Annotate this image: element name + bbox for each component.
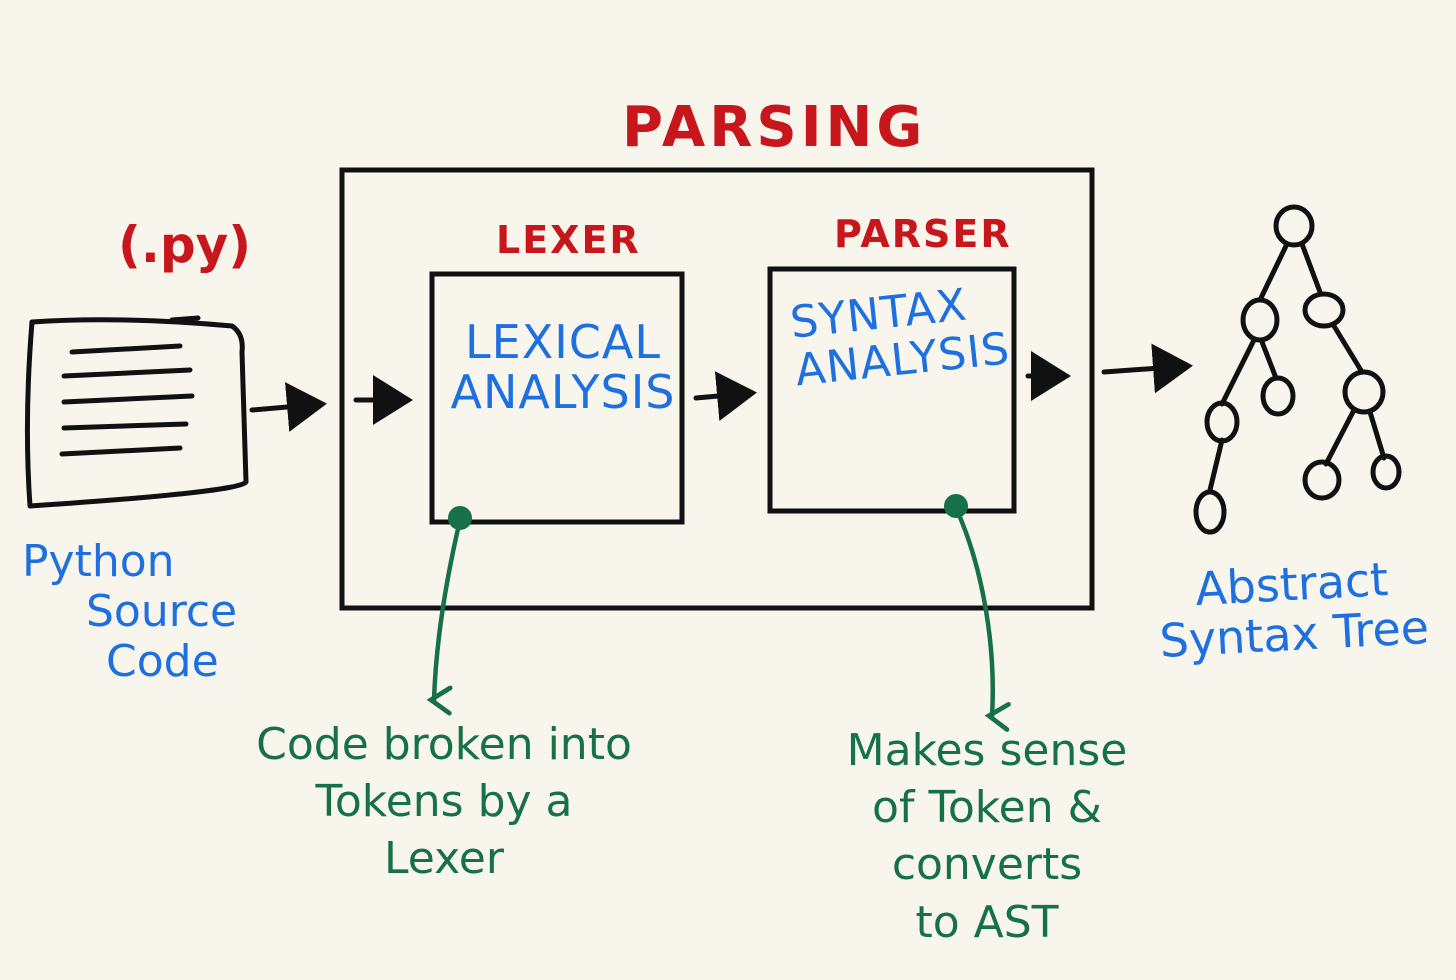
- parser-note: Makes sense of Token & converts to AST: [846, 725, 1128, 948]
- document-lines-icon: [24, 315, 249, 509]
- parsing-title: PARSING: [622, 95, 927, 160]
- source-label-line2: Source: [86, 586, 238, 637]
- file-extension-label: (.py): [118, 216, 252, 274]
- syntax-tree-icon: [1193, 204, 1402, 535]
- parser-header: PARSER: [834, 212, 1012, 256]
- parser-box: [767, 266, 1017, 514]
- ast-label: Abstract Syntax Tree: [1158, 552, 1431, 668]
- lexer-note-connector: [426, 517, 463, 716]
- lexer-note-dot: [448, 506, 472, 530]
- arrow-lexer-to-parser: [693, 371, 757, 422]
- lexer-box: [429, 271, 685, 525]
- source-label-line3: Code: [106, 636, 219, 687]
- parsing-box: [339, 167, 1095, 611]
- lexer-header: LEXER: [496, 218, 641, 262]
- syntax-analysis-label: SYNTAX ANALYSIS: [787, 279, 1013, 396]
- arrow-to-tree: [1101, 343, 1193, 394]
- parser-note-connector: [953, 505, 1011, 732]
- parser-note-dot: [944, 494, 968, 518]
- lexer-note: Code broken into Tokens by a Lexer: [256, 719, 632, 885]
- source-label-line1: Python: [22, 536, 175, 587]
- lexical-analysis-label: LEXICAL ANALYSIS: [450, 315, 676, 419]
- arrow-source-to-parsing: [249, 382, 327, 432]
